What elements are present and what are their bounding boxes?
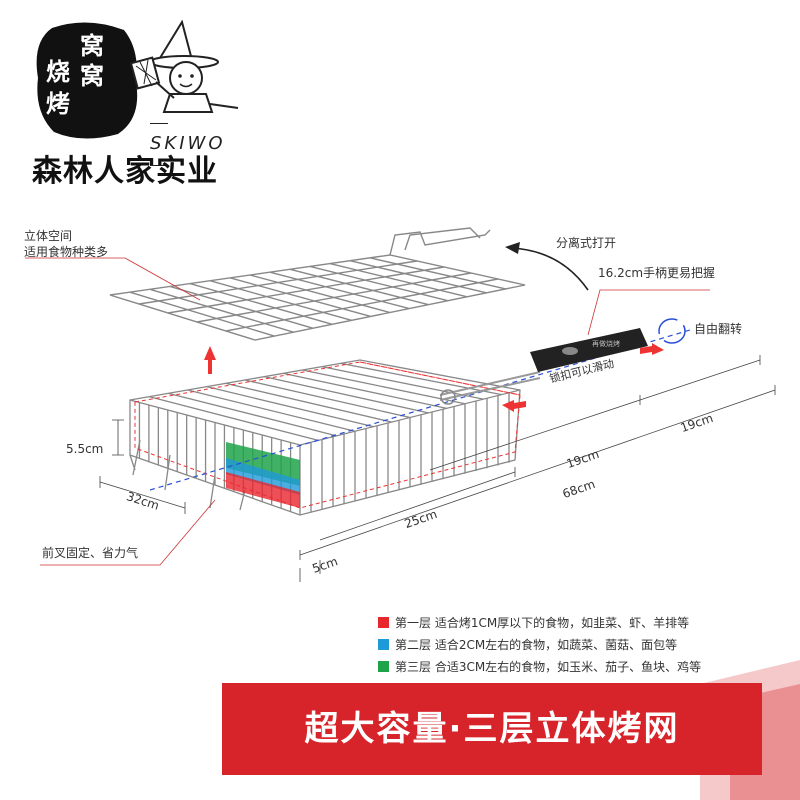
callout-detach: 分离式打开 [556,236,617,250]
brand-english-name: SKIWO [150,112,250,175]
grill-lid [109,227,526,341]
callout-rotate: 自由翻转 [694,322,743,336]
logo-char-3: 烧 [46,58,70,86]
legend-swatch [378,616,389,628]
brand-chinese-name: 森林人家实业 [32,154,218,189]
dimension-height: 5.5cm [66,442,104,456]
logo-char-2: 窝 [80,62,104,90]
legend-swatch [378,660,389,672]
legend-swatch [378,638,389,650]
grill-basket-illustration: 再做烧烤 [25,227,776,582]
callout-space-line2: 适用食物种类多 [24,245,109,259]
svg-text:再做烧烤: 再做烧烤 [592,339,620,348]
legend-row-layer3: 第三层 合适3CM左右的食物，如玉米、茄子、鱼块、鸡等 [378,656,701,676]
ink-splash-logo [36,22,138,139]
witch-mascot-icon [129,20,239,113]
legend-text: 第一层 适合烤1CM厚以下的食物，如韭菜、虾、羊排等 [395,615,690,630]
promo-banner: 超大容量·三层立体烤网 [222,683,762,775]
callout-handle: 16.2cm手柄更易把握 [598,266,716,280]
logo-char-1: 窝 [80,32,104,60]
logo-char-4: 烤 [46,90,70,118]
legend-text: 第二层 适合2CM左右的食物，如蔬菜、菌菇、面包等 [395,637,678,652]
legend-text: 第三层 合适3CM左右的食物，如玉米、茄子、鱼块、鸡等 [395,659,702,674]
brand-logo: 窝 窝 烧 烤 SKIWO 森林人家实业 [22,20,252,189]
legend-row-layer2: 第二层 适合2CM左右的食物，如蔬菜、菌菇、面包等 [378,634,701,654]
banner-title: 超大容量·三层立体烤网 [304,709,680,749]
callout-space-line1: 立体空间 [24,229,73,243]
legend-row-layer1: 第一层 适合烤1CM厚以下的食物，如韭菜、虾、羊排等 [378,612,701,632]
layer-legend: 第一层 适合烤1CM厚以下的食物，如韭菜、虾、羊排等 第二层 适合2CM左右的食… [378,612,701,678]
callout-fork: 前叉固定、省力气 [42,546,139,560]
